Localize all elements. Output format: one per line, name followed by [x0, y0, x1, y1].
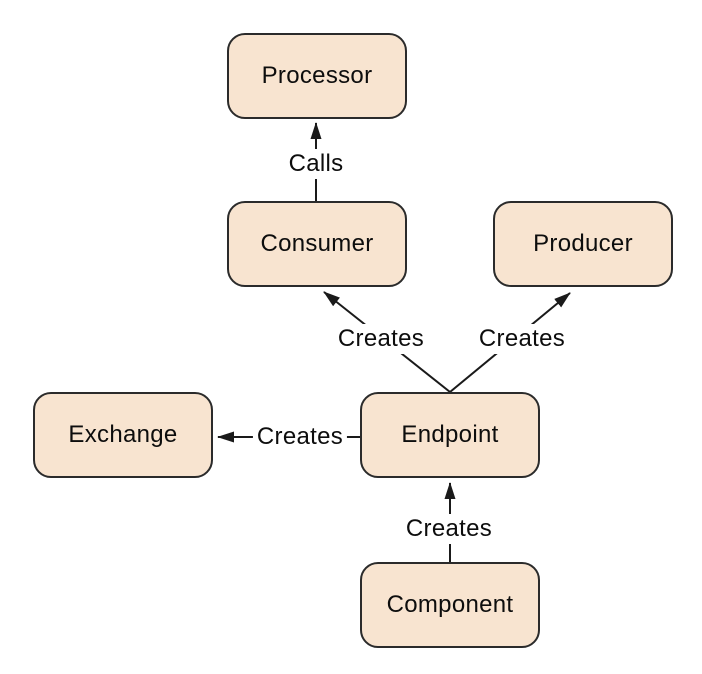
node-consumer-label: Consumer	[260, 230, 374, 257]
node-endpoint-label: Endpoint	[401, 421, 499, 448]
edge-label-creates-consumer: Creates	[333, 324, 429, 354]
node-producer-label: Producer	[533, 230, 633, 257]
edge-label-creates-component: Creates	[401, 514, 497, 544]
node-endpoint: Endpoint	[360, 392, 540, 478]
node-processor: Processor	[227, 33, 407, 119]
node-consumer: Consumer	[227, 201, 407, 287]
node-component: Component	[360, 562, 540, 648]
node-exchange-label: Exchange	[68, 421, 178, 448]
edge-label-creates-exchange: Creates	[252, 422, 348, 452]
node-processor-label: Processor	[261, 62, 373, 89]
edge-label-calls: Calls	[284, 149, 348, 179]
edge-label-creates-producer: Creates	[474, 324, 570, 354]
node-exchange: Exchange	[33, 392, 213, 478]
node-component-label: Component	[386, 591, 514, 618]
node-producer: Producer	[493, 201, 673, 287]
